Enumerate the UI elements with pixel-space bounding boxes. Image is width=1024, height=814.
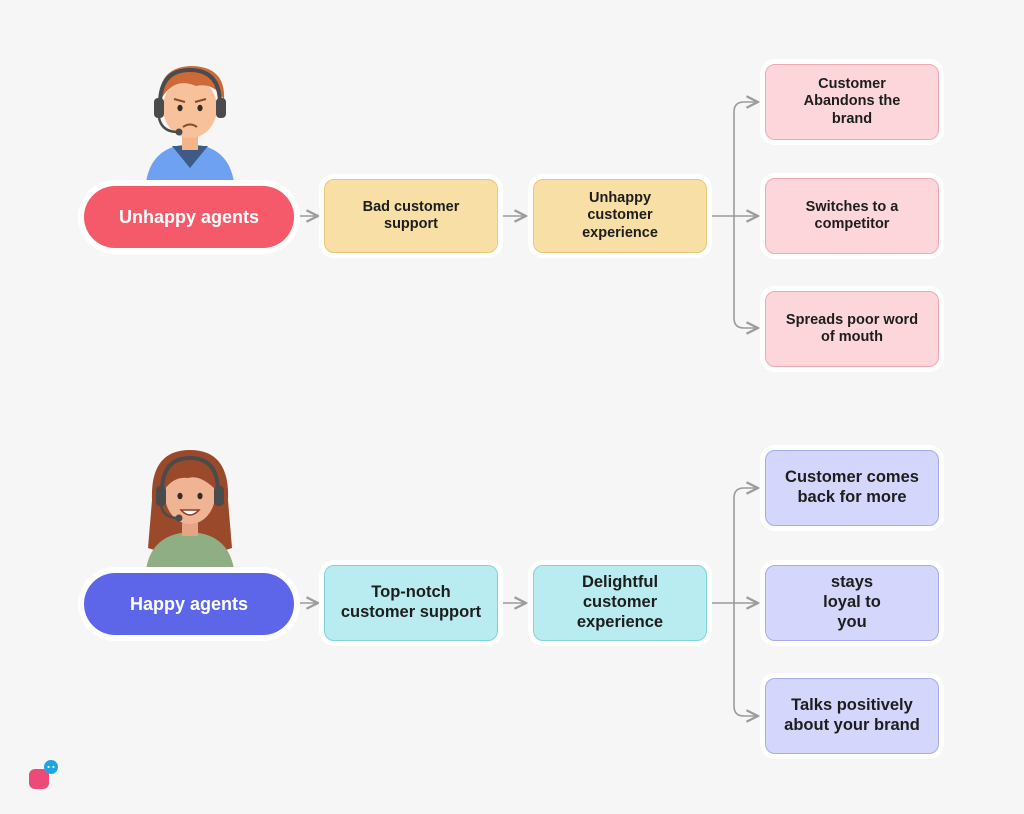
outcome-talks-positively-box: Talks positively about your brand	[765, 678, 939, 754]
bad-customer-support-text: Bad customer support	[362, 198, 460, 232]
outcome-poor-word-of-mouth-box: Spreads poor word of mouth	[765, 291, 939, 367]
outcome-comes-back-text: Customer comes back for more	[785, 468, 919, 506]
arrow-happy-up	[733, 488, 758, 603]
outcome-stays-loyal-text: stays loyal to you	[823, 573, 881, 631]
top-notch-support-box: Top-notch customer support	[324, 565, 498, 641]
outcome-abandons-brand-text: Customer Abandons the brand	[803, 75, 901, 127]
arrow-happy-down	[733, 603, 758, 716]
top-notch-support-text: Top-notch customer support	[340, 583, 482, 621]
outcome-poor-word-of-mouth-text: Spreads poor word of mouth	[785, 311, 919, 345]
unhappy-customer-experience-box: Unhappy customer experience	[533, 179, 707, 253]
outcome-abandons-brand-box: Customer Abandons the brand	[765, 64, 939, 140]
outcome-switches-competitor-text: Switches to a competitor	[805, 198, 899, 232]
outcome-talks-positively-text: Talks positively about your brand	[784, 696, 920, 734]
delightful-experience-text: Delightful customer experience	[576, 573, 664, 631]
unhappy-agents-pill: Unhappy agents	[84, 186, 294, 248]
bad-customer-support-box: Bad customer support	[324, 179, 498, 253]
happy-agents-pill: Happy agents	[84, 573, 294, 635]
outcome-switches-competitor-box: Switches to a competitor	[765, 178, 939, 254]
unhappy-agents-label: Unhappy agents	[118, 206, 260, 227]
arrow-unhappy-down	[733, 216, 758, 328]
unhappy-customer-experience-text: Unhappy customer experience	[582, 189, 658, 241]
delightful-experience-box: Delightful customer experience	[533, 565, 707, 641]
outcome-comes-back-box: Customer comes back for more	[765, 450, 939, 526]
happy-agents-label: Happy agents	[129, 593, 249, 614]
arrow-unhappy-up	[733, 102, 758, 216]
outcome-stays-loyal-box: stays loyal to you	[765, 565, 939, 641]
